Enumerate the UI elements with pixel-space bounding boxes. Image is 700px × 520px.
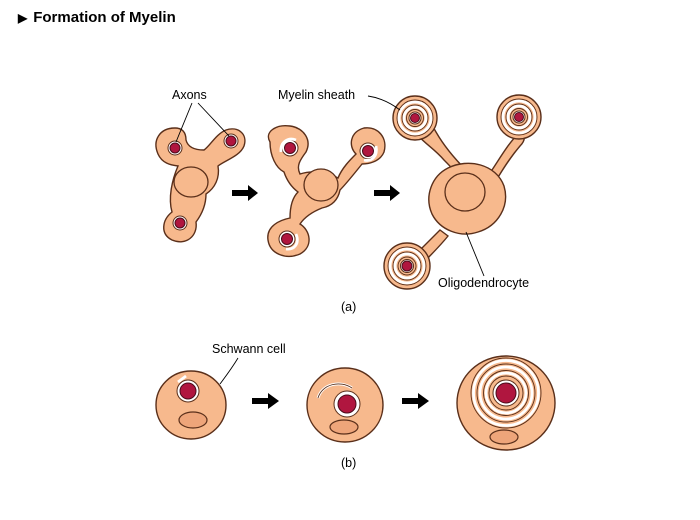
nucleus <box>178 411 208 429</box>
oligodendrocyte-label: Oligodendrocyte <box>438 276 529 290</box>
nucleus <box>444 172 486 212</box>
oligodendrocyte-stage-1 <box>155 127 246 243</box>
figure-title: ▶ Formation of Myelin <box>18 9 176 26</box>
panel-a-label: (a) <box>341 300 356 314</box>
play-triangle-icon: ▶ <box>18 11 28 25</box>
myelinated-axon <box>496 94 542 140</box>
axon <box>169 142 181 154</box>
myelinated-axon <box>392 95 438 141</box>
schwann-cell-leader-line <box>219 357 239 385</box>
axon <box>337 394 357 414</box>
oligodendrocyte-stage-3 <box>383 94 542 290</box>
axons-label: Axons <box>172 88 207 102</box>
axon <box>281 233 293 245</box>
schwann-cell-stage-2 <box>306 367 384 443</box>
axon <box>174 217 186 229</box>
schwann-cell-stage-3 <box>456 355 556 451</box>
right-arrow-icon <box>232 185 258 201</box>
nucleus <box>303 168 339 202</box>
axon <box>495 382 517 404</box>
axons-leader-line <box>175 102 230 143</box>
myelin-sheath-label: Myelin sheath <box>278 88 355 102</box>
right-arrow-icon <box>402 393 429 409</box>
right-arrow-icon <box>252 393 279 409</box>
schwann-cell-stage-1 <box>155 370 227 440</box>
axon <box>225 135 237 147</box>
oligodendrocyte-stage-2 <box>267 125 386 258</box>
figure-title-text: Formation of Myelin <box>33 9 176 26</box>
nucleus <box>173 166 209 198</box>
panel-b-label: (b) <box>341 456 356 470</box>
axon <box>284 142 296 154</box>
myelinated-axon <box>383 242 431 290</box>
oligodendrocyte-leader-line <box>465 231 485 277</box>
axon <box>362 145 374 157</box>
axon <box>179 382 197 400</box>
nucleus <box>329 419 359 435</box>
myelin-sheath-leader-line <box>367 95 401 111</box>
schwann-cell-label: Schwann cell <box>212 342 286 356</box>
nucleus <box>489 429 519 445</box>
right-arrow-icon <box>374 185 400 201</box>
